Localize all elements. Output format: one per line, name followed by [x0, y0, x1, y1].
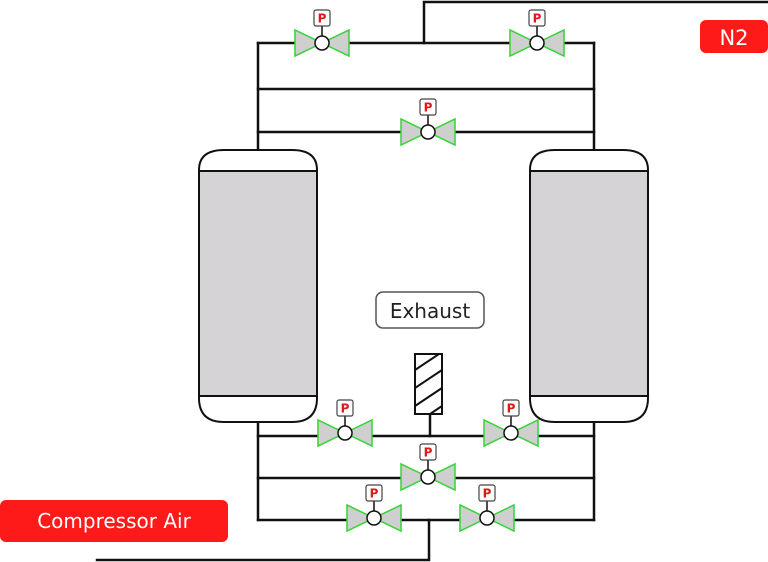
valve-indicator-box [365, 484, 383, 502]
valve-indicator-label: P [507, 402, 516, 416]
pneumatic-valve-icon[interactable]: P [509, 9, 565, 58]
vessel-left [198, 149, 318, 423]
valve-indicator-box [419, 443, 437, 461]
valve-indicator-box [336, 399, 354, 417]
valve-indicator-label: P [318, 12, 327, 26]
valve-indicator-box [313, 9, 331, 27]
pneumatic-valve-icon[interactable]: P [400, 443, 456, 492]
compressor-air-inlet-pipe [95, 518, 431, 562]
pneumatic-valve-icon[interactable]: P [317, 399, 373, 448]
exhaust-label-text: Exhaust [390, 299, 471, 323]
valve-indicator-box [528, 9, 546, 27]
n2-badge: N2 [700, 20, 768, 53]
valve-indicator-label: P [533, 12, 542, 26]
pneumatic-valve-icon[interactable]: P [294, 9, 350, 58]
valve-indicator-label: P [424, 446, 433, 460]
n2-badge-text: N2 [719, 26, 748, 50]
exhaust-label: Exhaust [375, 291, 485, 329]
compressor-air-badge-text: Compressor Air [37, 509, 191, 533]
pneumatic-valve-icon[interactable]: P [400, 98, 456, 147]
valve-indicator-box [419, 98, 437, 116]
vessel-right [529, 149, 649, 423]
valve-indicator-box [502, 399, 520, 417]
valve-indicator-box [478, 484, 496, 502]
n2-outlet-pipe [422, 0, 768, 45]
valve-indicator-label: P [483, 487, 492, 501]
valves: P P P P P P P P [294, 9, 565, 533]
pneumatic-valve-icon[interactable]: P [483, 399, 539, 448]
pneumatic-valve-icon[interactable]: P [459, 484, 515, 533]
valve-indicator-label: P [424, 101, 433, 115]
compressor-air-badge: Compressor Air [0, 500, 228, 542]
valve-indicator-label: P [370, 487, 379, 501]
valve-indicator-label: P [341, 402, 350, 416]
muffler-filter-icon [414, 353, 443, 415]
pneumatic-valve-icon[interactable]: P [346, 484, 402, 533]
vessel-right-bed [529, 170, 649, 397]
vessel-left-bed [198, 170, 318, 397]
